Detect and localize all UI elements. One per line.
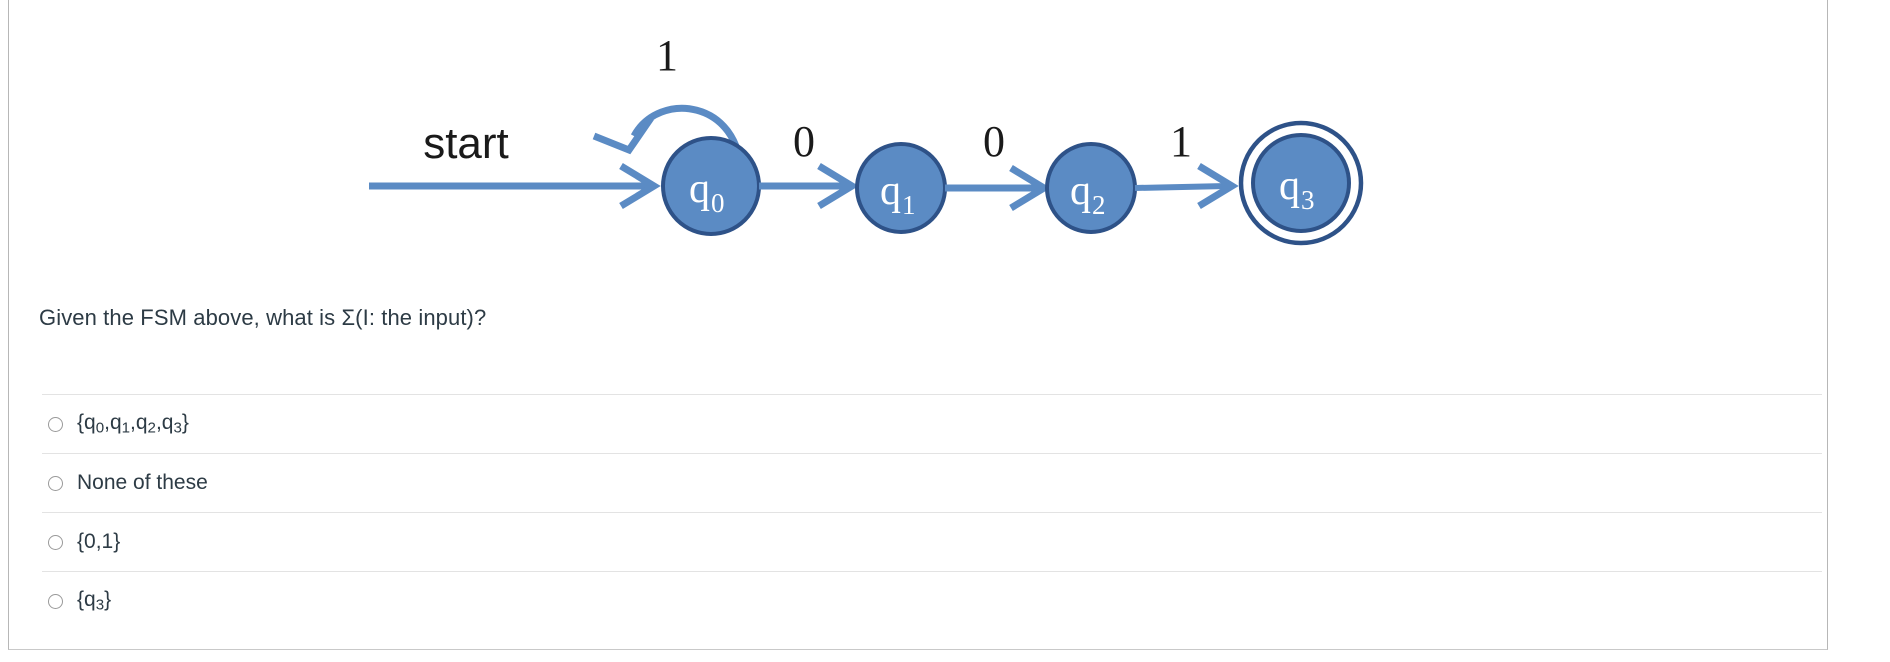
fsm-transition-symbol-q0-q0: 1 — [656, 31, 678, 80]
fsm-start-arrow — [369, 163, 661, 209]
answer-option-1[interactable]: None of these — [42, 453, 1822, 512]
radio-button-icon-1[interactable] — [48, 475, 63, 491]
question-prompt: Given the FSM above, what is Σ(I: the in… — [39, 305, 487, 330]
fsm-svg-canvas: start 1 q 0 0 q 1 — [369, 31, 1364, 246]
answer-label-3: {q3} — [77, 588, 112, 614]
answer-option-2[interactable]: {0,1} — [42, 512, 1822, 571]
fsm-state-q0-sub: 0 — [711, 188, 725, 218]
fsm-transition-symbol-q2-q3: 1 — [1170, 117, 1192, 166]
radio-button-icon-3[interactable] — [48, 593, 63, 609]
fsm-state-q1-sub: 1 — [902, 190, 916, 220]
fsm-state-q2: q 2 — [1045, 142, 1137, 234]
fsm-state-q1-base: q — [880, 168, 901, 214]
fsm-diagram: start 1 q 0 0 q 1 — [349, 8, 1459, 288]
radio-button-icon-0[interactable] — [48, 416, 63, 432]
fsm-state-q3-sub: 3 — [1301, 185, 1315, 215]
answer-option-3[interactable]: {q3} — [42, 571, 1822, 630]
answer-options-list: {q0,q1,q2,q3} None of these {0,1} {q3} — [42, 394, 1822, 630]
fsm-transition-symbol-q1-q2: 0 — [983, 117, 1005, 166]
fsm-state-q3: q 3 — [1238, 120, 1364, 246]
fsm-state-q3-base: q — [1279, 163, 1300, 209]
fsm-start-label: start — [423, 119, 509, 168]
answer-label-1: None of these — [77, 471, 208, 494]
answer-label-0: {q0,q1,q2,q3} — [77, 411, 189, 437]
fsm-transition-symbol-q0-q1: 0 — [793, 117, 815, 166]
fsm-accepting-outer-ring — [1238, 120, 1364, 246]
fsm-state-q2-sub: 2 — [1092, 190, 1106, 220]
quiz-question-card: start 1 q 0 0 q 1 — [8, 0, 1828, 650]
fsm-edge-q2-q3 — [1134, 163, 1239, 209]
answer-option-0[interactable]: {q0,q1,q2,q3} — [42, 394, 1822, 453]
fsm-state-q2-base: q — [1070, 168, 1091, 214]
fsm-state-q0: q 0 — [661, 136, 761, 236]
answer-label-2: {0,1} — [77, 530, 121, 553]
fsm-state-q1: q 1 — [855, 142, 947, 234]
fsm-edge-q1-q2 — [945, 165, 1051, 211]
radio-button-icon-2[interactable] — [48, 534, 63, 550]
fsm-edge-q0-q1 — [759, 163, 859, 209]
fsm-state-q0-base: q — [689, 166, 710, 212]
